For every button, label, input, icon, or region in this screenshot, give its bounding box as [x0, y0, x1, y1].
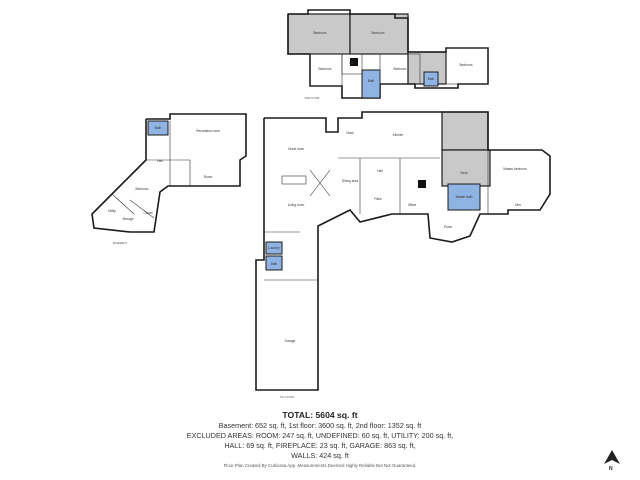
main-label-bath: Bath — [271, 262, 278, 266]
upper-floor-plan: Bedroom Bedroom Bedroom Bedroom Bath Bat… — [287, 9, 489, 100]
main-label-master-bedroom: Master bedroom — [503, 167, 527, 171]
basement-label-bath: Bath — [155, 126, 162, 130]
upper-bedroom-right — [445, 47, 489, 85]
north-arrow-icon — [604, 450, 620, 464]
basement-label-closet: Closet — [143, 211, 152, 215]
basement-label-hall: Hall — [157, 159, 163, 163]
basement-level-label: BASEMENT — [113, 241, 128, 245]
basement-wall-5 — [129, 199, 155, 219]
upper-label-hall: Hall — [349, 61, 355, 65]
main-outer-wall — [255, 111, 551, 391]
upper-label-bath-2: Bath — [428, 77, 435, 81]
main-label-patio: Patio — [374, 197, 381, 201]
basement-label-utility: Utility — [108, 209, 116, 213]
summary-excluded-areas: EXCLUDED AREAS: ROOM: 247 sq. ft, UNDEFI… — [186, 431, 454, 440]
basement-bath — [147, 120, 169, 136]
main-excluded-mid-right — [441, 149, 491, 187]
upper-stair-block — [350, 58, 358, 66]
main-stairs — [281, 175, 307, 185]
main-floor-plan: Great room Kitchen Dining area Living ro… — [255, 111, 551, 399]
main-master-bath — [447, 183, 481, 211]
main-label-living: Living room — [288, 203, 305, 207]
footer-disclaimer: Floor Plan Created By Cubicasa App. Meas… — [223, 463, 417, 468]
summary-walls: WALLS: 424 sq. ft — [291, 451, 349, 460]
summary-floor-areas: Basement: 652 sq. ft, 1st floor: 3600 sq… — [218, 421, 422, 430]
main-label-garage: Garage — [285, 339, 296, 343]
upper-label-bedroom-3: Bedroom — [319, 67, 332, 71]
upper-label-bedroom-5: Bedroom — [460, 63, 473, 67]
compass-north-label: N — [609, 466, 613, 472]
main-label-deck: Deck — [460, 171, 468, 175]
main-divider-7 — [309, 169, 331, 197]
main-label-kitchen: Kitchen — [393, 133, 404, 137]
upper-hall — [341, 53, 363, 75]
floor-plan-drawing: Bedroom Bedroom Bedroom Bedroom Bath Bat… — [91, 9, 551, 399]
upper-bedroom-mid — [379, 53, 421, 85]
upper-label-bedroom-1: Bedroom — [314, 31, 327, 35]
basement-outer-wall — [91, 113, 247, 233]
main-laundry-bath — [265, 241, 283, 255]
basement-label-recreation: Recreation room — [196, 129, 220, 133]
upper-label-bedroom-2: Bedroom — [372, 31, 385, 35]
summary-total: TOTAL: 5604 sq. ft — [282, 410, 358, 420]
basement-label-bedroom: Bedroom — [136, 187, 149, 191]
main-label-porch: Porch — [444, 225, 453, 229]
upper-bath-2 — [423, 71, 439, 87]
main-label-dining: Dining area — [342, 179, 359, 183]
main-label-hall: Hall — [377, 169, 383, 173]
upper-bath-1 — [361, 69, 381, 99]
summary-excluded-areas-cont: HALL: 69 sq. ft, FIREPLACE: 23 sq. ft, G… — [224, 441, 416, 450]
main-label-office: Office — [408, 203, 416, 207]
upper-label-bedroom-4: Bedroom — [394, 67, 407, 71]
main-label-laundry: Laundry — [268, 246, 280, 250]
main-label-den: Den — [515, 203, 521, 207]
main-fireplace — [418, 180, 426, 188]
basement-label-room: Room — [204, 175, 213, 179]
basement-wall-4 — [111, 193, 135, 215]
main-label-master-bath: Master bath — [456, 195, 473, 199]
main-excluded-top-right — [441, 111, 489, 151]
main-label-nook: Nook — [346, 131, 354, 135]
basement-plan: Bath Recreation room Hall Bedroom Room U… — [91, 113, 247, 245]
basement-label-storage: Storage — [122, 217, 133, 221]
main-level-label: 1ST FLOOR — [280, 395, 294, 399]
upper-label-bath-1: Bath — [368, 79, 375, 83]
upper-room-grey-2 — [349, 13, 409, 55]
main-label-great-room: Great room — [288, 147, 304, 151]
main-bath-small — [265, 255, 283, 271]
upper-level-label: 2ND FLOOR — [305, 96, 320, 100]
